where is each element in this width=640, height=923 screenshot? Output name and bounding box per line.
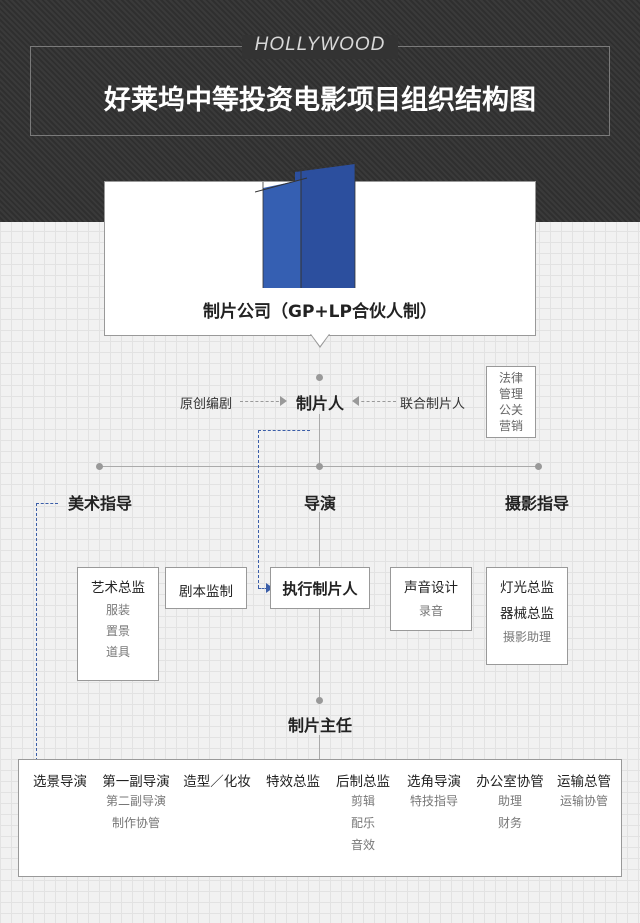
crew-item: 运输协管 xyxy=(559,794,608,808)
exec-producer-box: 执行制片人 xyxy=(270,567,370,609)
crew-title: 特效总监 xyxy=(266,774,320,790)
dept-dot-art xyxy=(96,463,103,470)
duty-marketing: 营销 xyxy=(498,419,523,433)
location-link-top xyxy=(36,503,58,504)
coproducer-arrowhead xyxy=(352,396,359,406)
sound-design-box: 声音设计 录音 xyxy=(390,567,472,631)
crew-first-ad: 第一副导演 第二副导演 制作协管 xyxy=(98,770,174,834)
duty-pr: 公关 xyxy=(498,403,523,417)
crew-title: 第一副导演 xyxy=(102,774,170,790)
crew-title: 选景导演 xyxy=(33,774,87,790)
producer-node: 制片人 xyxy=(295,394,344,413)
building-icon xyxy=(255,158,364,288)
duty-management: 管理 xyxy=(498,387,523,401)
crew-item: 特技指导 xyxy=(409,794,458,808)
script-supervisor-title: 剧本监制 xyxy=(179,584,233,600)
crew-transport: 运输总管 运输协管 xyxy=(548,770,620,812)
manager-down-line xyxy=(319,735,320,759)
writer-label: 原创编剧 xyxy=(180,397,233,412)
dept-director: 导演 xyxy=(303,494,336,513)
location-link-vertical xyxy=(36,503,37,771)
production-manager: 制片主任 xyxy=(287,716,352,735)
company-label: 制片公司（GP+LP合伙人制） xyxy=(203,302,437,322)
exec-arrowhead xyxy=(266,583,273,593)
crew-item: 制作协管 xyxy=(111,816,160,830)
crew-title: 造型／化妆 xyxy=(183,774,251,790)
connector-dot xyxy=(316,374,323,381)
crew-title: 办公室协管 xyxy=(476,774,544,790)
art-item-props: 道具 xyxy=(105,645,130,659)
company-pointer-fill xyxy=(311,334,329,346)
crew-post: 后制总监 剪辑 配乐 音效 xyxy=(328,770,398,856)
manager-dot xyxy=(316,697,323,704)
coproducer-label: 联合制片人 xyxy=(400,397,466,412)
crew-casting: 选角导演 特技指导 xyxy=(398,770,470,812)
crew-item: 第二副导演 xyxy=(105,794,166,808)
crew-office: 办公室协管 助理 财务 xyxy=(470,770,550,834)
crew-title: 选角导演 xyxy=(407,774,461,790)
producer-down-line xyxy=(319,414,320,467)
sound-item-recording: 录音 xyxy=(418,604,443,618)
art-supervisor-title: 艺术总监 xyxy=(91,580,145,596)
crew-item: 财务 xyxy=(497,816,522,830)
lighting-grip-box: 灯光总监 器械总监 摄影助理 xyxy=(486,567,568,665)
script-supervisor-box: 剧本监制 xyxy=(165,567,247,609)
brand-backdrop xyxy=(242,35,398,59)
lighting-supervisor-title: 灯光总监 xyxy=(500,580,554,596)
duty-legal: 法律 xyxy=(498,371,523,385)
crew-vfx: 特效总监 xyxy=(258,770,328,790)
writer-arrow xyxy=(240,401,284,402)
coproducer-duties-box: 法律 管理 公关 营销 xyxy=(486,366,536,438)
crew-item: 音效 xyxy=(350,838,375,852)
crew-item: 助理 xyxy=(497,794,522,808)
crew-makeup: 造型／化妆 xyxy=(176,770,258,790)
crew-title: 后制总监 xyxy=(336,774,390,790)
exec-link-top xyxy=(258,430,310,431)
dept-cinematographer: 摄影指导 xyxy=(504,494,569,513)
coproducer-arrow xyxy=(356,401,396,402)
exec-producer-title: 执行制片人 xyxy=(282,580,358,598)
crew-title: 运输总管 xyxy=(557,774,611,790)
brand-label: HOLLYWOOD xyxy=(254,34,386,55)
dept-dot-director xyxy=(316,463,323,470)
writer-arrowhead xyxy=(280,396,287,406)
director-down-line xyxy=(319,512,320,566)
sound-design-title: 声音设计 xyxy=(404,580,458,596)
crew-item: 配乐 xyxy=(350,816,375,830)
camera-item-assistant: 摄影助理 xyxy=(502,630,551,644)
exec-link-bottom xyxy=(258,588,268,589)
crew-location-director: 选景导演 xyxy=(22,770,98,790)
exec-down-line xyxy=(319,609,320,701)
crew-item: 剪辑 xyxy=(350,794,375,808)
dept-dot-camera xyxy=(535,463,542,470)
exec-link-vertical xyxy=(258,430,259,588)
art-supervisor-box: 艺术总监 服装 置景 道具 xyxy=(77,567,159,681)
crew-box xyxy=(18,759,622,877)
dept-art-director: 美术指导 xyxy=(67,494,132,513)
art-item-set: 置景 xyxy=(105,624,130,638)
grip-supervisor-title: 器械总监 xyxy=(500,606,554,622)
page-title: 好莱坞中等投资电影项目组织结构图 xyxy=(104,85,536,116)
art-item-costume: 服装 xyxy=(105,603,130,617)
